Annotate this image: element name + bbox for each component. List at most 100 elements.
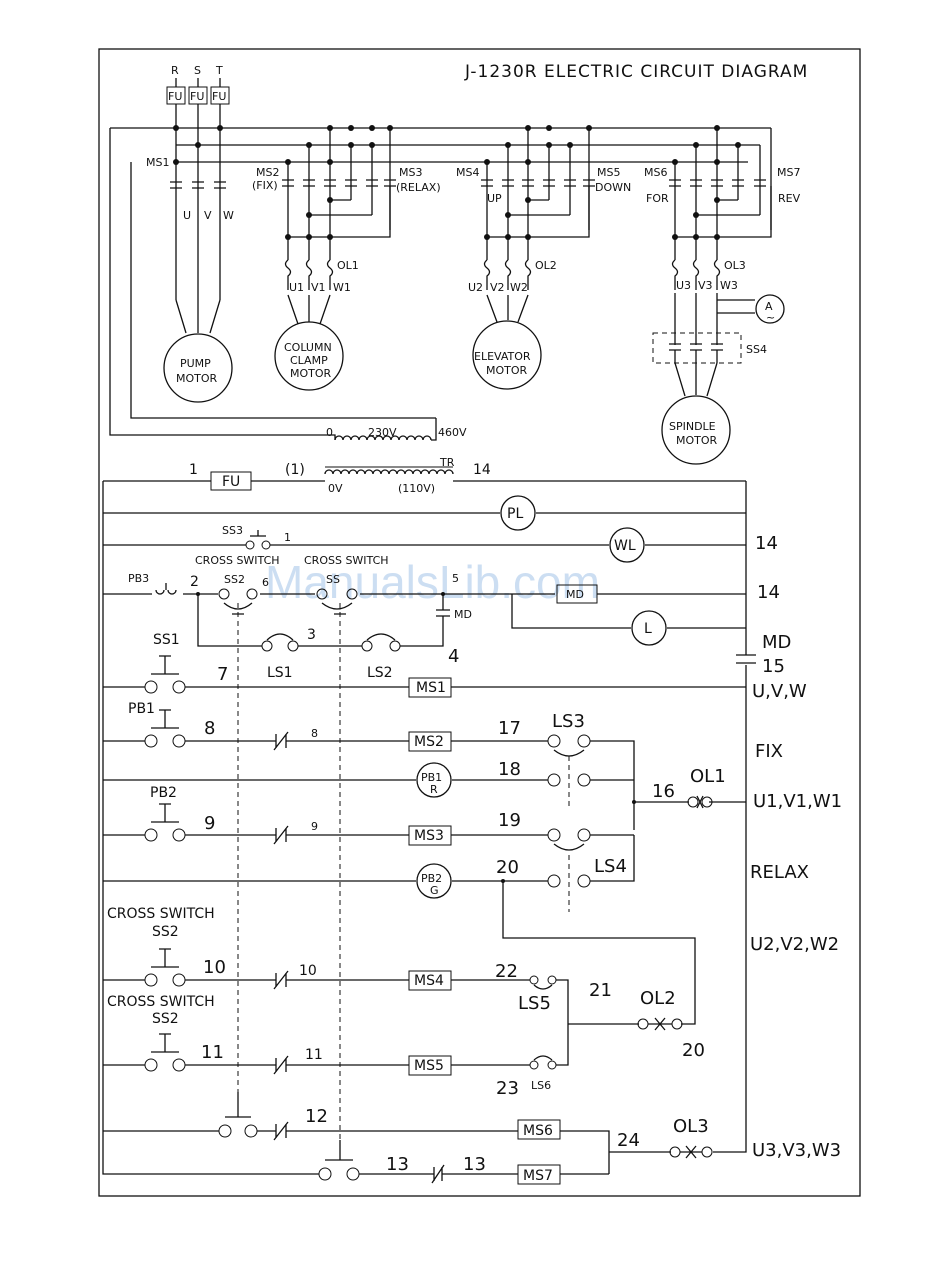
node-12: 12 xyxy=(305,1106,328,1127)
pl-label: PL xyxy=(507,506,523,522)
node-9b: 9 xyxy=(311,820,318,833)
ol3-label: OL3 xyxy=(673,1116,709,1137)
ammeter xyxy=(755,294,785,324)
node-23: 23 xyxy=(496,1078,519,1099)
node-14-wl: 14 xyxy=(755,533,778,554)
lamp-l-label: L xyxy=(644,621,652,637)
spindle-w3: W3 xyxy=(720,279,738,292)
ms4-coil xyxy=(408,970,452,991)
elev-u2: U2 xyxy=(468,281,483,294)
pb2g-top: PB2 xyxy=(421,872,442,885)
ammeter-label: A xyxy=(765,300,773,313)
ol1-label: OL1 xyxy=(690,766,726,787)
ss2-a-label: SS2 xyxy=(224,573,245,586)
node-10b: 10 xyxy=(299,963,317,979)
ls4-label: LS4 xyxy=(594,856,627,877)
diagram-title: J-1230R ELECTRIC CIRCUIT DIAGRAM xyxy=(464,62,808,82)
pump-v: V xyxy=(204,209,212,222)
ls5-label: LS5 xyxy=(518,993,551,1014)
pb1-label: PB1 xyxy=(128,701,155,717)
elev-w2: W2 xyxy=(510,281,528,294)
node-20b: 20 xyxy=(682,1040,705,1061)
ss3-label: SS3 xyxy=(222,524,243,537)
elevator-motor xyxy=(472,320,542,390)
work-lamp-wl xyxy=(609,527,645,563)
ms6-coil-label: MS6 xyxy=(523,1123,553,1139)
tr-230: 230V xyxy=(368,426,397,439)
column-clamp-motor xyxy=(274,321,344,391)
wl-label: WL xyxy=(614,538,636,554)
node-4: 4 xyxy=(448,646,459,667)
elev-ms4-label: MS4 xyxy=(456,166,479,179)
clamp-w1: W1 xyxy=(333,281,351,294)
ls2-label: LS2 xyxy=(367,665,393,681)
node-18: 18 xyxy=(498,759,521,780)
node-3: 3 xyxy=(307,627,316,643)
phase-t-label: T xyxy=(215,64,223,77)
ls6-label: LS6 xyxy=(531,1079,551,1092)
spindle-ms6-sub: FOR xyxy=(646,192,669,205)
tr-label: TR xyxy=(439,456,455,469)
pump-u: U xyxy=(183,209,191,222)
elev-v2: V2 xyxy=(490,281,505,294)
ms2-coil-label: MS2 xyxy=(414,734,444,750)
ms3-coil-label: MS3 xyxy=(414,828,444,844)
clamp-line3: MOTOR xyxy=(290,367,332,380)
relax-label: RELAX xyxy=(750,862,809,883)
md-cap-label: MD xyxy=(762,632,791,653)
node-11: 11 xyxy=(201,1042,224,1063)
node-8b: 8 xyxy=(311,727,318,740)
pb1r-top: PB1 xyxy=(421,771,442,784)
node-7: 7 xyxy=(217,664,228,685)
node-14-top: 14 xyxy=(473,462,491,478)
node-8: 8 xyxy=(204,718,215,739)
spindle-line1: SPINDLE xyxy=(669,420,716,433)
fuse-r-label: FU xyxy=(168,90,182,103)
control-section: FU 1 (1) TR 14 0V (110V) PL SS3 1 WL 14 … xyxy=(102,456,842,1185)
clamp-ms2-sub: (FIX) xyxy=(252,179,278,192)
elev-ms5-sub: DOWN xyxy=(595,181,631,194)
ss2-d-label: SS2 xyxy=(152,1011,179,1027)
node-16: 16 xyxy=(652,781,675,802)
spindle-v3: V3 xyxy=(698,279,713,292)
pump-w: W xyxy=(223,209,234,222)
cross-switch-3: CROSS SWITCH xyxy=(107,906,215,922)
ls1-label: LS1 xyxy=(267,665,293,681)
ammeter-sub: ~ xyxy=(766,311,775,324)
node-19: 19 xyxy=(498,810,521,831)
lamp-l xyxy=(631,610,667,646)
node-1: 1 xyxy=(189,462,198,478)
cross-switch-2: CROSS SWITCH xyxy=(304,554,389,567)
clamp-ms3-label: MS3 xyxy=(399,166,422,179)
ss3-node: 1 xyxy=(284,531,291,544)
uvw3-label: U3,V3,W3 xyxy=(752,1140,841,1161)
uvw-label: U,V,W xyxy=(752,681,807,702)
ms5-coil xyxy=(408,1055,452,1076)
ss2-c-label: SS2 xyxy=(152,924,179,940)
ss2-b-label: SS xyxy=(326,573,340,586)
ss4-label: SS4 xyxy=(746,343,767,356)
ms7-coil-label: MS7 xyxy=(523,1168,553,1184)
node-14-md: 14 xyxy=(757,582,780,603)
node-20: 20 xyxy=(496,857,519,878)
control-fuse-label: FU xyxy=(222,474,240,490)
tr-460: 460V xyxy=(438,426,467,439)
spindle-ms6-label: MS6 xyxy=(644,166,667,179)
pb2-label: PB2 xyxy=(150,785,177,801)
ms5-coil-label: MS5 xyxy=(414,1058,444,1074)
spindle-u3: U3 xyxy=(676,279,691,292)
md-coil-label: MD xyxy=(566,588,584,601)
ms1-coil xyxy=(408,677,452,698)
tr-0v: 0V xyxy=(328,482,343,495)
cross-switch-4: CROSS SWITCH xyxy=(107,994,215,1010)
spindle-ms7-label: MS7 xyxy=(777,166,800,179)
pb3-label: PB3 xyxy=(128,572,149,585)
clamp-ms3-sub: (RELAX) xyxy=(396,181,441,194)
node-21: 21 xyxy=(589,980,612,1001)
fuse-t-label: FU xyxy=(212,90,226,103)
pb1-r-lamp xyxy=(416,762,452,798)
tr-110v: (110V) xyxy=(398,482,435,495)
clamp-ms2-label: MS2 xyxy=(256,166,279,179)
ss1-label: SS1 xyxy=(153,632,180,648)
